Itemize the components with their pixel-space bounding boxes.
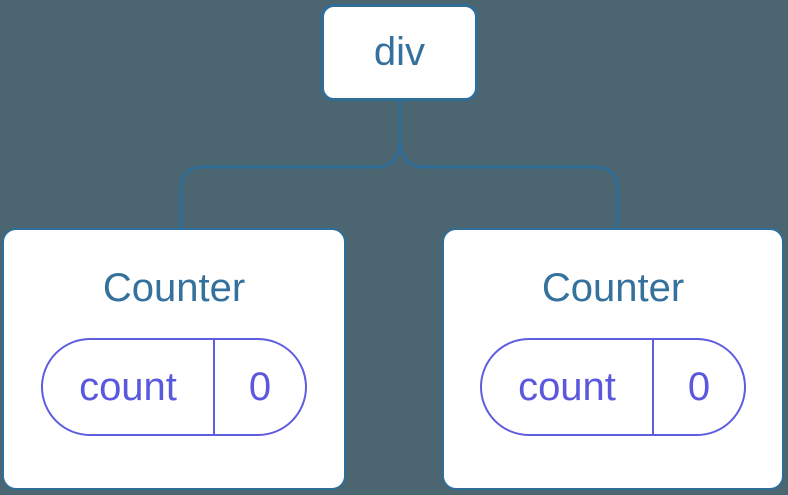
component-title: Counter <box>102 266 246 310</box>
connector-right-branch <box>398 99 619 231</box>
state-value: 0 <box>687 364 711 409</box>
state-key: count <box>482 340 654 434</box>
counter-card-right: Counter count 0 <box>442 228 784 490</box>
state-value: 0 <box>248 364 272 409</box>
counter-card-left: Counter count 0 <box>2 228 346 490</box>
root-node-div: div <box>321 4 478 101</box>
state-key: count <box>43 340 215 434</box>
connector-left-branch <box>179 99 402 231</box>
state-pill: count 0 <box>480 338 746 436</box>
state-pill: count 0 <box>41 338 307 436</box>
root-node-label: div <box>373 30 426 74</box>
component-title: Counter <box>541 266 685 310</box>
